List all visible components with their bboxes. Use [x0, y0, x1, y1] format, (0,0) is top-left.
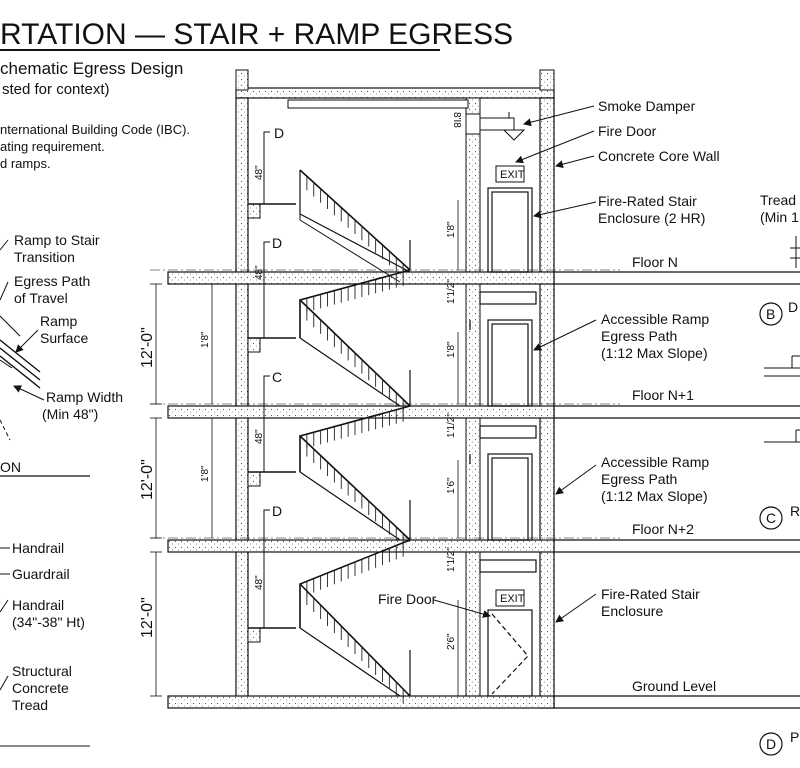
callout-enclosure-1: Fire-Rated Stair: [598, 193, 697, 209]
detail-tag-b-suffix: D: [788, 299, 798, 315]
detail-tag-b-letter: B: [766, 306, 775, 322]
dim-48-4: 48": [254, 575, 265, 590]
dim-18-2: 1'8": [200, 465, 211, 482]
ramp-detail: [0, 239, 90, 477]
sheet-title: RTATION — STAIR + RAMP EGRESS: [0, 18, 513, 51]
landing-tag-leaders: [263, 131, 270, 628]
callout-surface: Surface: [40, 330, 88, 346]
detail-tag-c: [759, 506, 783, 530]
tread-detail: [764, 236, 800, 443]
dim-riser-3: 1'6": [446, 477, 457, 494]
detail-tag-d-letter: D: [766, 736, 776, 752]
sheet-subtitle: chematic Egress Design: [0, 59, 183, 78]
callout-ramp: Ramp: [40, 313, 78, 329]
floor-label-ground: Ground Level: [632, 678, 716, 694]
dim-riser-1: 1'8": [446, 221, 457, 238]
callout-inner-fire-door: Fire Door: [378, 591, 437, 607]
detail-tag-c-suffix: R: [790, 503, 800, 519]
dim-small-2: 1'1/2": [446, 413, 457, 438]
exit-sign-lower: [495, 589, 525, 607]
dim-48-1: 48": [254, 165, 265, 180]
tread-note-min: (Min 1: [760, 209, 799, 225]
floor-label-n2: Floor N+2: [632, 521, 694, 537]
callout-guardrail: Guardrail: [12, 566, 70, 582]
rail-leaders: [0, 547, 90, 747]
callout-handrail-2: Handrail: [12, 597, 64, 613]
exit-sign-text-lower: EXIT: [500, 593, 525, 605]
callout-ramp-2a: Accessible Ramp: [601, 454, 709, 470]
callout-smoke-damper: Smoke Damper: [598, 98, 696, 114]
floor-label-n: Floor N: [632, 254, 678, 270]
callout-ramp-2b: Egress Path: [601, 471, 677, 487]
dim-small-1: 1'1/2": [446, 279, 457, 304]
dim-48-3: 48": [254, 429, 265, 444]
building-section: [150, 69, 800, 709]
dim-small-3: 1'1/2": [446, 547, 457, 572]
dim-riser-4: 2'6": [446, 633, 457, 650]
callout-fire-door: Fire Door: [598, 123, 657, 139]
dim-48-2: 48": [254, 265, 265, 280]
callout-enclosure-1b: Enclosure (2 HR): [598, 210, 705, 226]
level-height-1: 12'-0": [139, 327, 156, 368]
callout-ramp-1b: Egress Path: [601, 328, 677, 344]
detail-tag-b: [759, 302, 783, 326]
landing-tag-4: D: [272, 503, 282, 519]
callout-enclosure-2b: Enclosure: [601, 603, 663, 619]
section-label-fragment: ON: [0, 459, 21, 475]
callout-egress-path: Egress Path: [14, 273, 90, 289]
callout-ramp-1a: Accessible Ramp: [601, 311, 709, 327]
exit-sign-text-upper: EXIT: [500, 169, 525, 181]
dim-18-1: 1'8": [200, 331, 211, 348]
tread-note: Tread: [760, 192, 796, 208]
note-line-3: d ramps.: [0, 156, 51, 171]
note-line-1: nternational Building Code (IBC).: [0, 122, 190, 137]
callout-handrail: Handrail: [12, 540, 64, 556]
callout-core-wall: Concrete Core Wall: [598, 148, 720, 164]
smoke-damper-icon: [465, 112, 526, 141]
landing-tag-2: D: [272, 235, 282, 251]
landing-tag-1: D: [274, 125, 284, 141]
callout-ramp-width: Ramp Width: [46, 389, 123, 405]
stair-balusters: [306, 176, 404, 703]
door-frames: [469, 187, 537, 697]
detail-tag-c-letter: C: [766, 510, 776, 526]
dimension-lines: [150, 200, 459, 697]
exit-sign-upper: [495, 165, 525, 183]
floor-label-n1: Floor N+1: [632, 387, 694, 403]
landing-tag-3: C: [272, 369, 282, 385]
callout-transition: Transition: [14, 249, 75, 265]
callout-concrete: Concrete: [12, 680, 69, 696]
level-height-2: 12'-0": [139, 459, 156, 500]
callout-enclosure-2: Fire-Rated Stair: [601, 586, 700, 602]
callout-min-48: (Min 48"): [42, 406, 98, 422]
callout-handrail-height: (34"-38" Ht): [12, 614, 85, 630]
callout-of-travel: of Travel: [14, 290, 68, 306]
callout-ramp-1c: (1:12 Max Slope): [601, 345, 708, 361]
dim-top-gap: 8'I8: [451, 112, 462, 128]
right-leaders: [433, 105, 597, 623]
callout-ramp-to-stair: Ramp to Stair: [14, 232, 100, 248]
sheet-subnote: sted for context): [2, 81, 110, 98]
callout-tread: Tread: [12, 697, 48, 713]
callout-ramp-2c: (1:12 Max Slope): [601, 488, 708, 504]
dim-riser-2: 1'8": [446, 341, 457, 358]
level-height-3: 12'-0": [139, 597, 156, 638]
detail-tag-d: [759, 732, 783, 756]
note-line-2: ating requirement.: [0, 139, 105, 154]
detail-tag-d-suffix: P: [790, 729, 799, 745]
callout-structural: Structural: [12, 663, 72, 679]
